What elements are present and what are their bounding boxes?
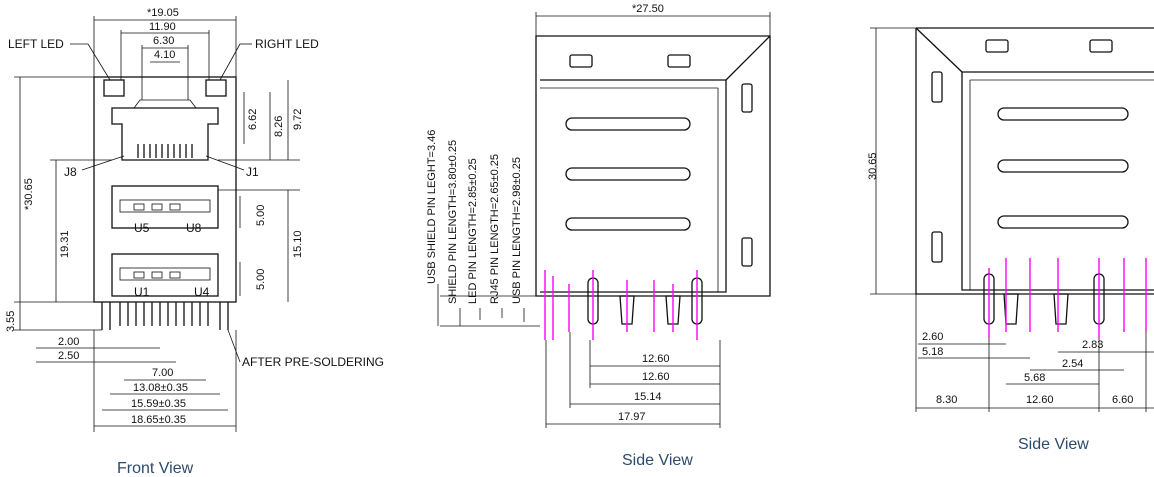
rj45-contacts (137, 144, 193, 158)
dim-front-972: 9.72 (292, 109, 304, 130)
dim-side2-830: 8.30 (936, 394, 957, 406)
dim-front-1308: 13.08±0.35 (133, 382, 188, 394)
side2-rib-2 (997, 159, 1129, 173)
dim-front-3065: *30.65 (23, 178, 35, 210)
side-view-2: 30.65 2.60 5.18 2.83 2.54 5.68 8.30 12.6… (867, 27, 1154, 453)
pin-length-usb-shield: USB SHIELD PIN LEGHT=3.46 (426, 130, 438, 284)
pin-length-led: LED PIN LENGTH=2.85±0.25 (467, 158, 479, 304)
dim-side2-3065: 30.65 (867, 152, 879, 180)
dim-front-662: 6.62 (247, 109, 259, 130)
dim-front-1510: 15.10 (292, 230, 304, 258)
side2-slot-1 (985, 39, 1009, 53)
dim-front-700: 7.00 (152, 367, 173, 379)
j1-label: J1 (246, 165, 259, 179)
side-view-2-caption: Side View (1018, 436, 1089, 453)
dim-front-355: 3.55 (5, 311, 17, 332)
u5-label: U5 (134, 221, 150, 235)
u8-label: U8 (186, 221, 202, 235)
dim-front-width-1905: *19.05 (147, 7, 179, 19)
usb-port-lower (111, 253, 219, 297)
side1-slot-2 (667, 54, 691, 68)
front-body-outline (93, 76, 237, 303)
front-pins (101, 302, 229, 330)
side2-inner-panel (961, 71, 1154, 291)
side1-slot-1 (569, 54, 593, 68)
dim-front-500b: 5.00 (255, 269, 267, 290)
dim-side1-1797: 17.97 (618, 411, 646, 423)
rj45-port (111, 107, 219, 161)
side2-body-outline (915, 28, 1154, 295)
dim-side1-1260b: 12.60 (642, 371, 670, 383)
dim-front-200: 2.00 (58, 336, 79, 348)
side1-rib-2 (565, 167, 691, 181)
u1-label: U1 (134, 285, 150, 299)
left-led-label: LEFT LED (8, 37, 64, 51)
side1-inner-panel (540, 79, 727, 293)
left-led-window (103, 79, 125, 97)
j8-label: J8 (64, 165, 77, 179)
side-view-1: *27.50 USB SHIELD PIN LEGHT=3.46 SHIELD … (426, 3, 771, 469)
dim-side1-1514: 15.14 (634, 391, 662, 403)
usb-port-upper (111, 185, 219, 229)
side1-body-outline (535, 35, 771, 297)
dim-side2-260: 2.60 (922, 331, 943, 343)
side1-rib-3 (565, 217, 691, 231)
dim-front-width-410: 4.10 (154, 49, 175, 61)
pin-length-usb: USB PIN LENGTH=2.98±0.25 (511, 157, 523, 304)
side2-rib-1 (997, 107, 1129, 121)
right-led-label: RIGHT LED (255, 37, 319, 51)
u4-label: U4 (194, 285, 210, 299)
dim-front-width-1190: 11.90 (149, 21, 176, 33)
side2-pins (983, 258, 1147, 338)
rj45-latch (133, 99, 197, 109)
dim-side1-2750: *27.50 (632, 3, 664, 15)
front-view-caption: Front View (117, 460, 194, 477)
pin-length-rj45: RJ45 PIN LENGTH=2.65±0.25 (489, 154, 501, 304)
dim-side2-568: 5.68 (1024, 372, 1045, 384)
dim-front-1865: 18.65±0.35 (131, 414, 186, 426)
dim-side2-660: 6.60 (1112, 394, 1133, 406)
dim-side2-283: 2.83 (1082, 339, 1103, 351)
dim-front-250: 2.50 (58, 350, 79, 362)
dim-side1-1260a: 12.60 (642, 353, 670, 365)
side2-slot-2 (1089, 39, 1113, 53)
dim-front-1559: 15.59±0.35 (131, 398, 186, 410)
dim-side2-1260: 12.60 (1026, 394, 1054, 406)
side1-pins (544, 270, 703, 340)
front-view: *19.05 11.90 6.30 4.10 LEFT LED RIGHT LE… (5, 7, 384, 477)
side-view-1-caption: Side View (622, 452, 693, 469)
dim-side2-254: 2.54 (1062, 358, 1083, 370)
side1-rib-1 (565, 117, 691, 131)
pin-length-shield: SHIELD PIN LENGTH=3.80±0.25 (447, 140, 459, 304)
side2-rib-3 (997, 215, 1129, 229)
right-led-window (205, 79, 227, 97)
dim-side2-518: 5.18 (922, 346, 943, 358)
dim-front-width-630: 6.30 (153, 35, 174, 47)
dim-front-500a: 5.00 (255, 205, 267, 226)
after-pre-soldering-label: AFTER PRE-SOLDERING (242, 355, 384, 369)
dim-front-826: 8.26 (273, 116, 285, 137)
dim-front-1931: 19.31 (59, 230, 71, 258)
